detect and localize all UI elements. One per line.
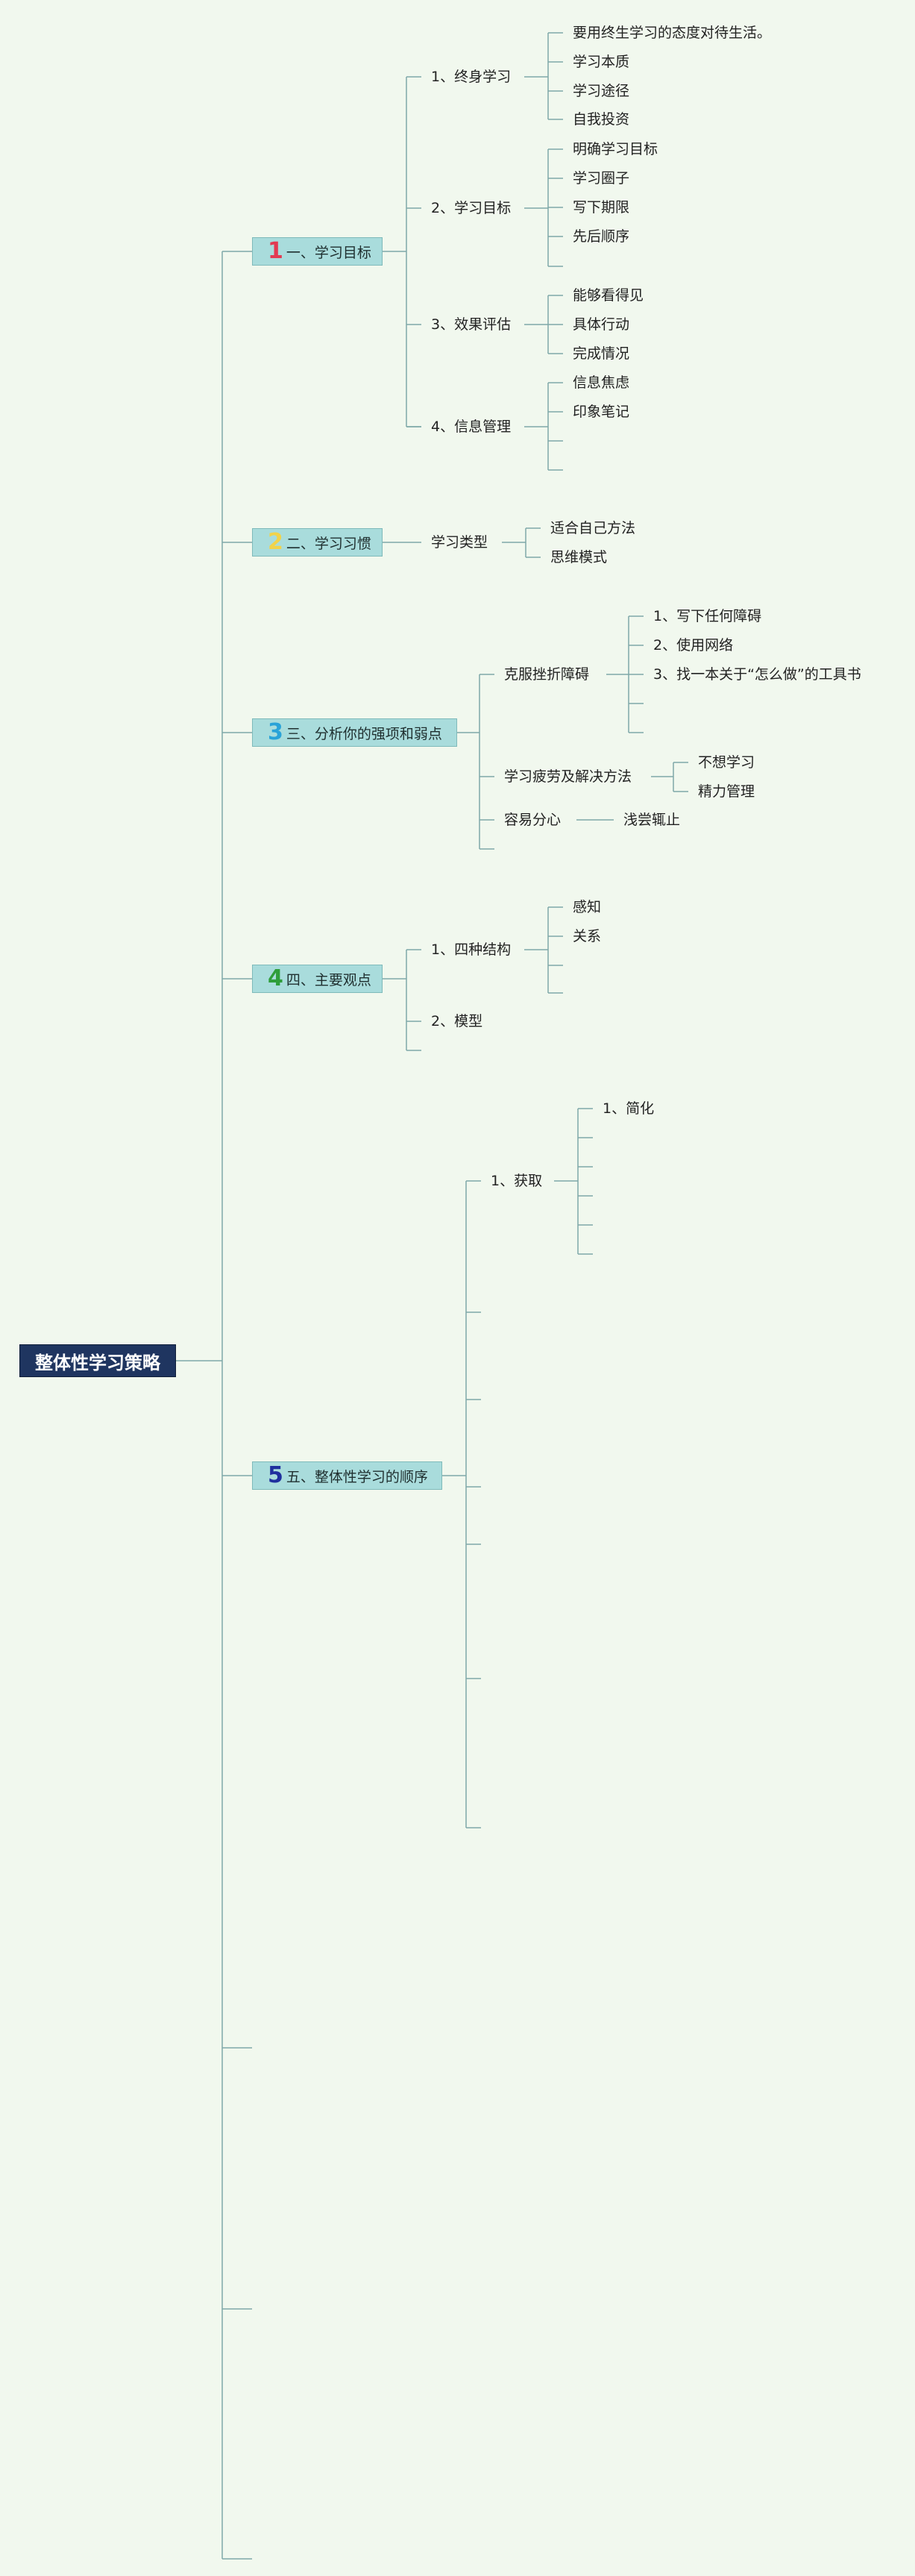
leaf[interactable]: 精力管理 xyxy=(698,783,755,800)
leaf[interactable]: 完成情况 xyxy=(573,345,630,362)
leaf[interactable]: 1、简化 xyxy=(603,1100,655,1117)
leaf[interactable]: 学习本质 xyxy=(573,54,630,70)
leaf[interactable]: 感知 xyxy=(573,899,602,915)
subtopic-acquire[interactable]: 1、获取 xyxy=(491,1173,543,1189)
topic-number-3: 3 xyxy=(268,719,283,745)
subtopic-lifelong-learning[interactable]: 1、终身学习 xyxy=(431,69,512,85)
main-topic-4[interactable]: 4 四、主要观点 xyxy=(252,965,383,993)
leaf[interactable]: 学习圈子 xyxy=(573,170,630,187)
leaf[interactable]: 要用终生学习的态度对待生活。 xyxy=(573,25,772,41)
leaf[interactable]: 能够看得见 xyxy=(573,287,644,304)
leaf[interactable]: 自我投资 xyxy=(573,111,630,128)
main-topic-label: 四、主要观点 xyxy=(286,971,371,988)
main-topic-label: 五、整体性学习的顺序 xyxy=(286,1468,428,1485)
leaf[interactable]: 印象笔记 xyxy=(573,404,630,420)
leaf[interactable]: 明确学习目标 xyxy=(573,141,658,157)
subtopic-learning-fatigue[interactable]: 学习疲劳及解决方法 xyxy=(504,768,632,785)
topic-number-4: 4 xyxy=(268,965,283,991)
topic-number-2: 2 xyxy=(268,529,283,555)
subtopic-four-structures[interactable]: 1、四种结构 xyxy=(431,941,512,958)
leaf[interactable]: 具体行动 xyxy=(573,316,630,333)
leaf[interactable]: 关系 xyxy=(573,928,602,944)
leaf[interactable]: 1、写下任何障碍 xyxy=(653,608,762,624)
subtopic-learning-goals[interactable]: 2、学习目标 xyxy=(431,200,512,216)
topic-number-1: 1 xyxy=(268,238,283,264)
leaf[interactable]: 先后顺序 xyxy=(573,228,630,245)
leaf[interactable]: 信息焦虑 xyxy=(573,375,630,391)
subtopic-overcome-obstacles[interactable]: 克服挫折障碍 xyxy=(504,666,590,683)
main-topic-2[interactable]: 2 二、学习习惯 xyxy=(252,528,383,557)
leaf[interactable]: 写下期限 xyxy=(573,199,630,216)
leaf[interactable]: 思维模式 xyxy=(550,549,608,565)
main-topic-1[interactable]: 1 一、学习目标 xyxy=(252,237,383,266)
leaf[interactable]: 适合自己方法 xyxy=(550,520,636,536)
topic-number-5: 5 xyxy=(268,1462,283,1488)
subtopic-effect-evaluation[interactable]: 3、效果评估 xyxy=(431,316,512,333)
main-topic-5[interactable]: 5 五、整体性学习的顺序 xyxy=(252,1461,442,1490)
leaf[interactable]: 浅尝辄止 xyxy=(623,812,681,828)
subtopic-learning-type[interactable]: 学习类型 xyxy=(431,534,488,551)
leaf[interactable]: 3、找一本关于“怎么做”的工具书 xyxy=(653,666,861,683)
subtopic-easily-distracted[interactable]: 容易分心 xyxy=(504,812,562,828)
main-topic-label: 三、分析你的强项和弱点 xyxy=(286,725,442,742)
main-topic-3[interactable]: 3 三、分析你的强项和弱点 xyxy=(252,718,457,747)
main-topic-label: 一、学习目标 xyxy=(286,244,371,261)
root-topic[interactable]: 整体性学习策略 xyxy=(19,1344,176,1377)
main-topic-label: 二、学习习惯 xyxy=(286,535,371,552)
subtopic-model[interactable]: 2、模型 xyxy=(431,1013,483,1030)
leaf[interactable]: 不想学习 xyxy=(698,754,755,771)
subtopic-info-management[interactable]: 4、信息管理 xyxy=(431,419,512,435)
leaf[interactable]: 学习途径 xyxy=(573,83,630,99)
leaf[interactable]: 2、使用网络 xyxy=(653,637,734,654)
